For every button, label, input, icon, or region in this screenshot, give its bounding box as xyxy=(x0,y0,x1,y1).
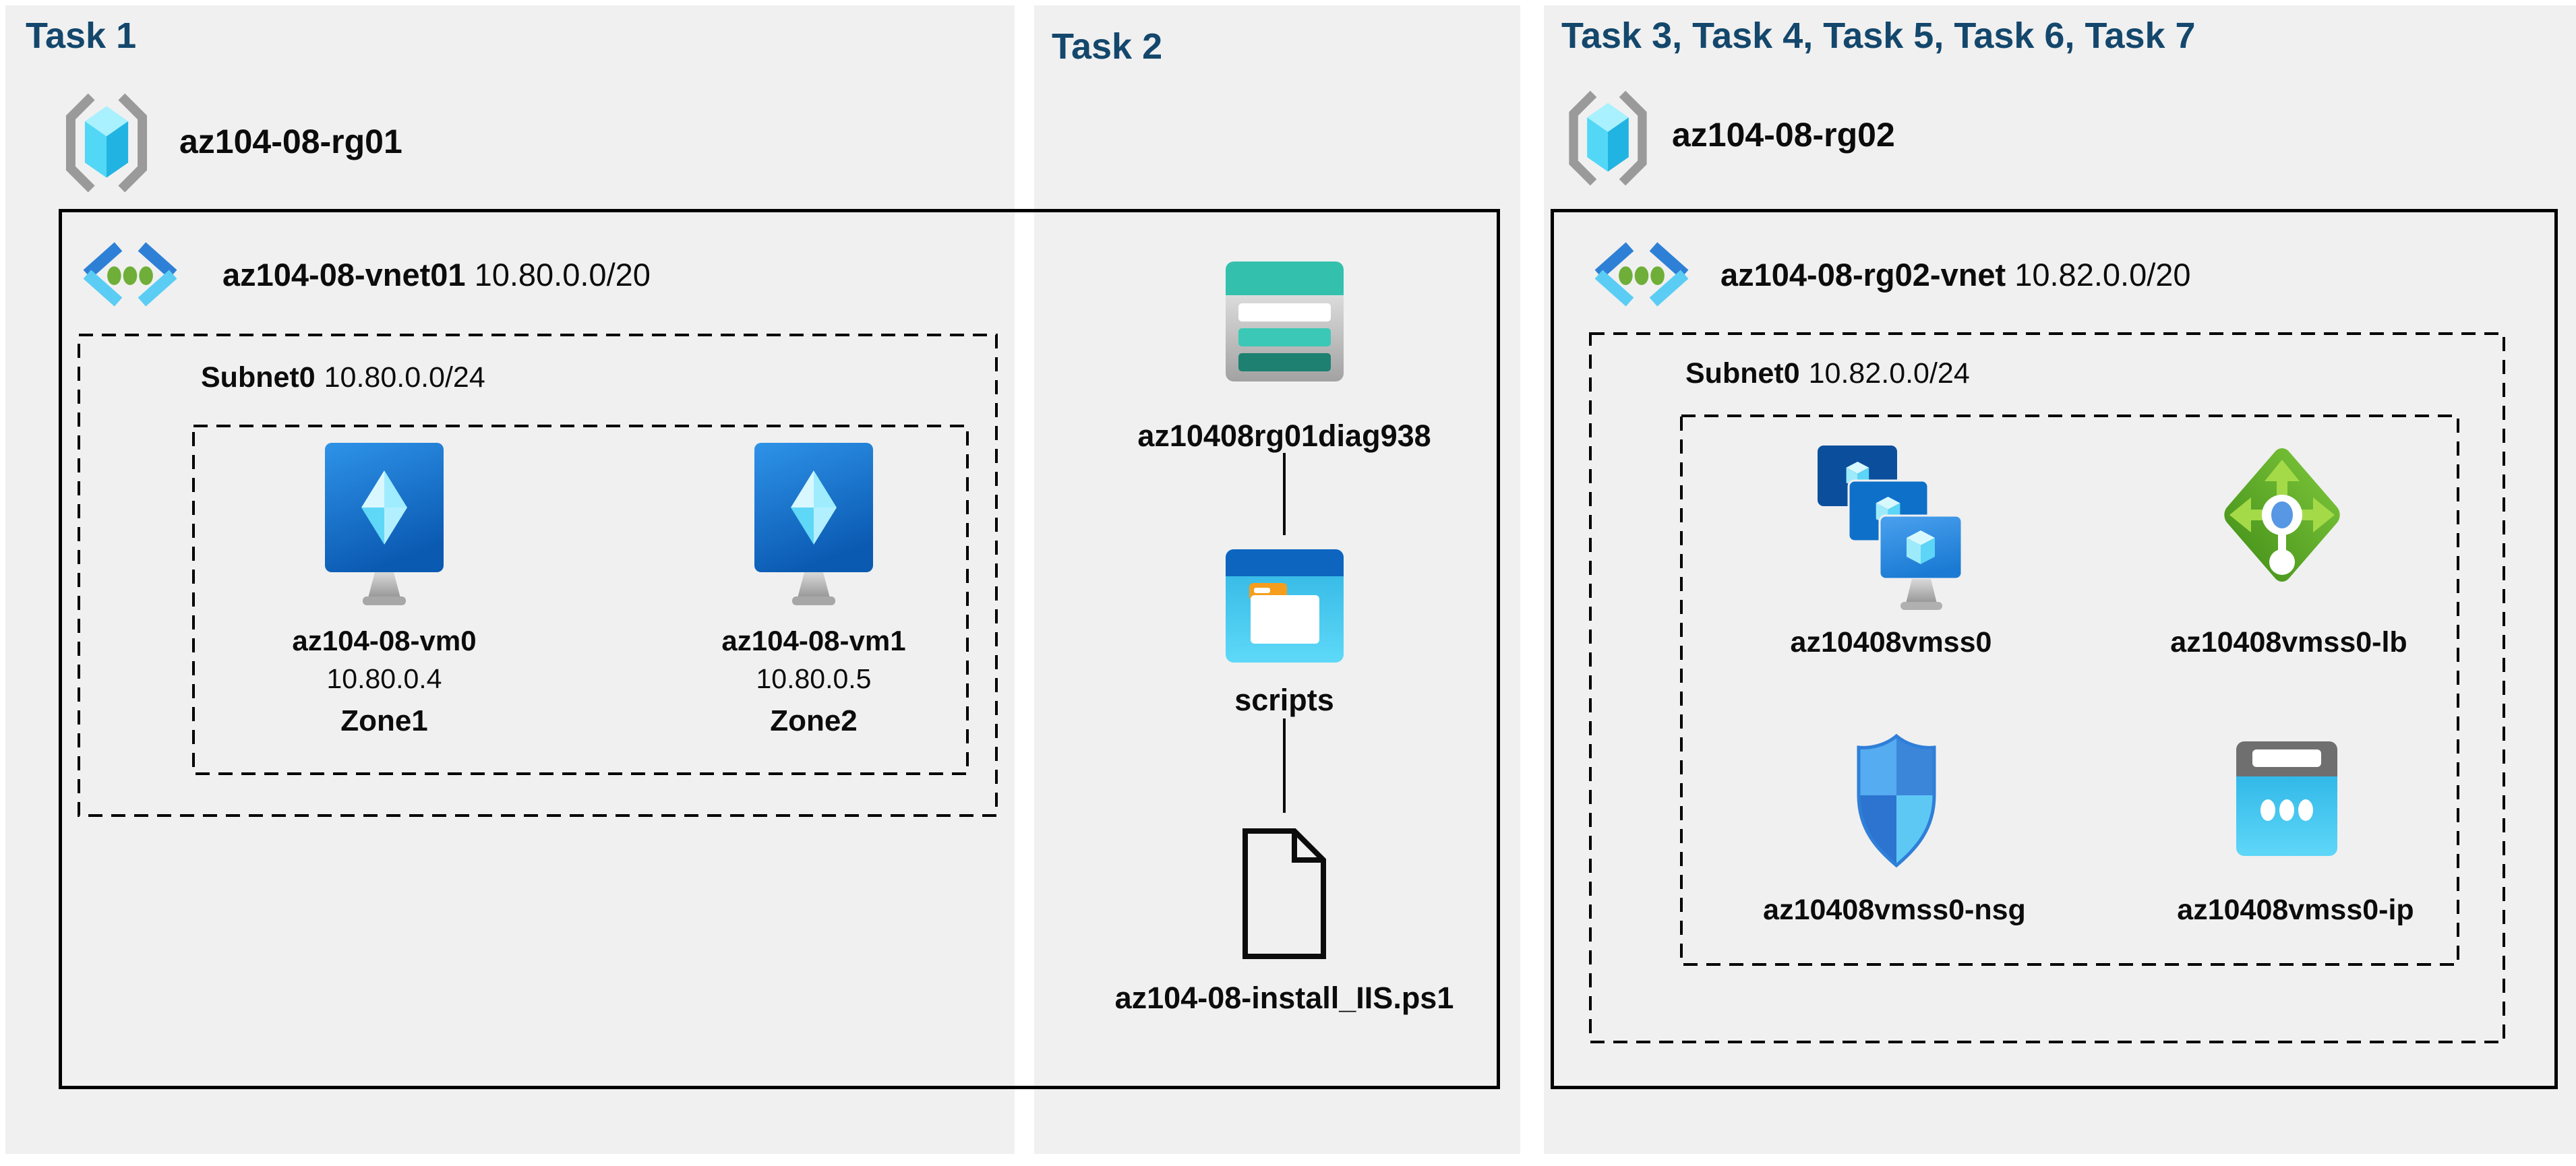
task3-subnet-cidr: 10.82.0.0/24 xyxy=(1808,357,1970,390)
task3-vnet-name: az104-08-rg02-vnet xyxy=(1720,257,2006,293)
virtual-machine-icon xyxy=(325,443,444,605)
vm1-name: az104-08-vm1 xyxy=(721,625,906,656)
task1-vm-zone-box xyxy=(192,425,969,775)
load-balancer-label: az10408vmss0-lb xyxy=(2170,626,2407,658)
task1-panel xyxy=(5,5,1015,1154)
folder-icon xyxy=(1226,549,1344,663)
task1-subnet-name: Subnet0 xyxy=(201,361,316,394)
public-ip-label: az10408vmss0-ip xyxy=(2177,894,2414,926)
storage-account-icon xyxy=(1226,262,1344,381)
vm1-zone: Zone2 xyxy=(770,704,858,737)
task1-subnet-cidr: 10.80.0.0/24 xyxy=(324,361,485,394)
virtual-network-icon xyxy=(1594,242,1689,307)
network-security-group-icon xyxy=(1857,733,1936,868)
task1-subnet-box xyxy=(78,334,998,817)
task1-title: Task 1 xyxy=(26,16,137,56)
task3-subnet-box xyxy=(1589,332,2505,1043)
install-iis-script-label: az104-08-install_IIS.ps1 xyxy=(1114,981,1454,1015)
storage-account-label: az10408rg01diag938 xyxy=(1137,419,1431,453)
task3-resource-group-label: az104-08-rg02 xyxy=(1672,116,1895,154)
virtual-network-icon xyxy=(83,242,177,307)
vmss-label: az10408vmss0 xyxy=(1790,626,1992,658)
task1-resource-group-label: az104-08-rg01 xyxy=(179,123,402,160)
public-ip-icon xyxy=(2236,741,2337,856)
vnet01-box xyxy=(59,209,1500,1089)
vm-scale-set-icon xyxy=(1818,446,1963,610)
load-balancer-icon xyxy=(2224,448,2340,582)
vm1-ip: 10.80.0.5 xyxy=(756,663,872,694)
rg02-vnet-box xyxy=(1551,209,2558,1089)
virtual-machine-icon xyxy=(754,443,873,605)
task3-title: Task 3, Task 4, Task 5, Task 6, Task 7 xyxy=(1561,16,2196,56)
connector-scripts-file xyxy=(1283,718,1286,813)
vm0-ip: 10.80.0.4 xyxy=(326,663,442,694)
vm0-name: az104-08-vm0 xyxy=(292,625,477,656)
task3-vnet-cidr: 10.82.0.0/20 xyxy=(2014,257,2191,293)
scripts-label: scripts xyxy=(1234,683,1334,717)
resource-group-icon xyxy=(65,93,148,193)
task2-title: Task 2 xyxy=(1052,26,1163,67)
task1-vnet-cidr: 10.80.0.0/20 xyxy=(474,257,651,293)
task3-subnet-name: Subnet0 xyxy=(1685,357,1800,390)
task1-vnet-name: az104-08-vnet01 xyxy=(222,257,466,293)
nsg-label: az10408vmss0-nsg xyxy=(1763,894,2026,926)
connector-storage-scripts xyxy=(1283,453,1286,535)
file-icon xyxy=(1242,828,1326,959)
task3-panel xyxy=(1544,5,2576,1154)
vm0-zone: Zone1 xyxy=(340,704,428,737)
resource-group-icon xyxy=(1569,90,1647,186)
